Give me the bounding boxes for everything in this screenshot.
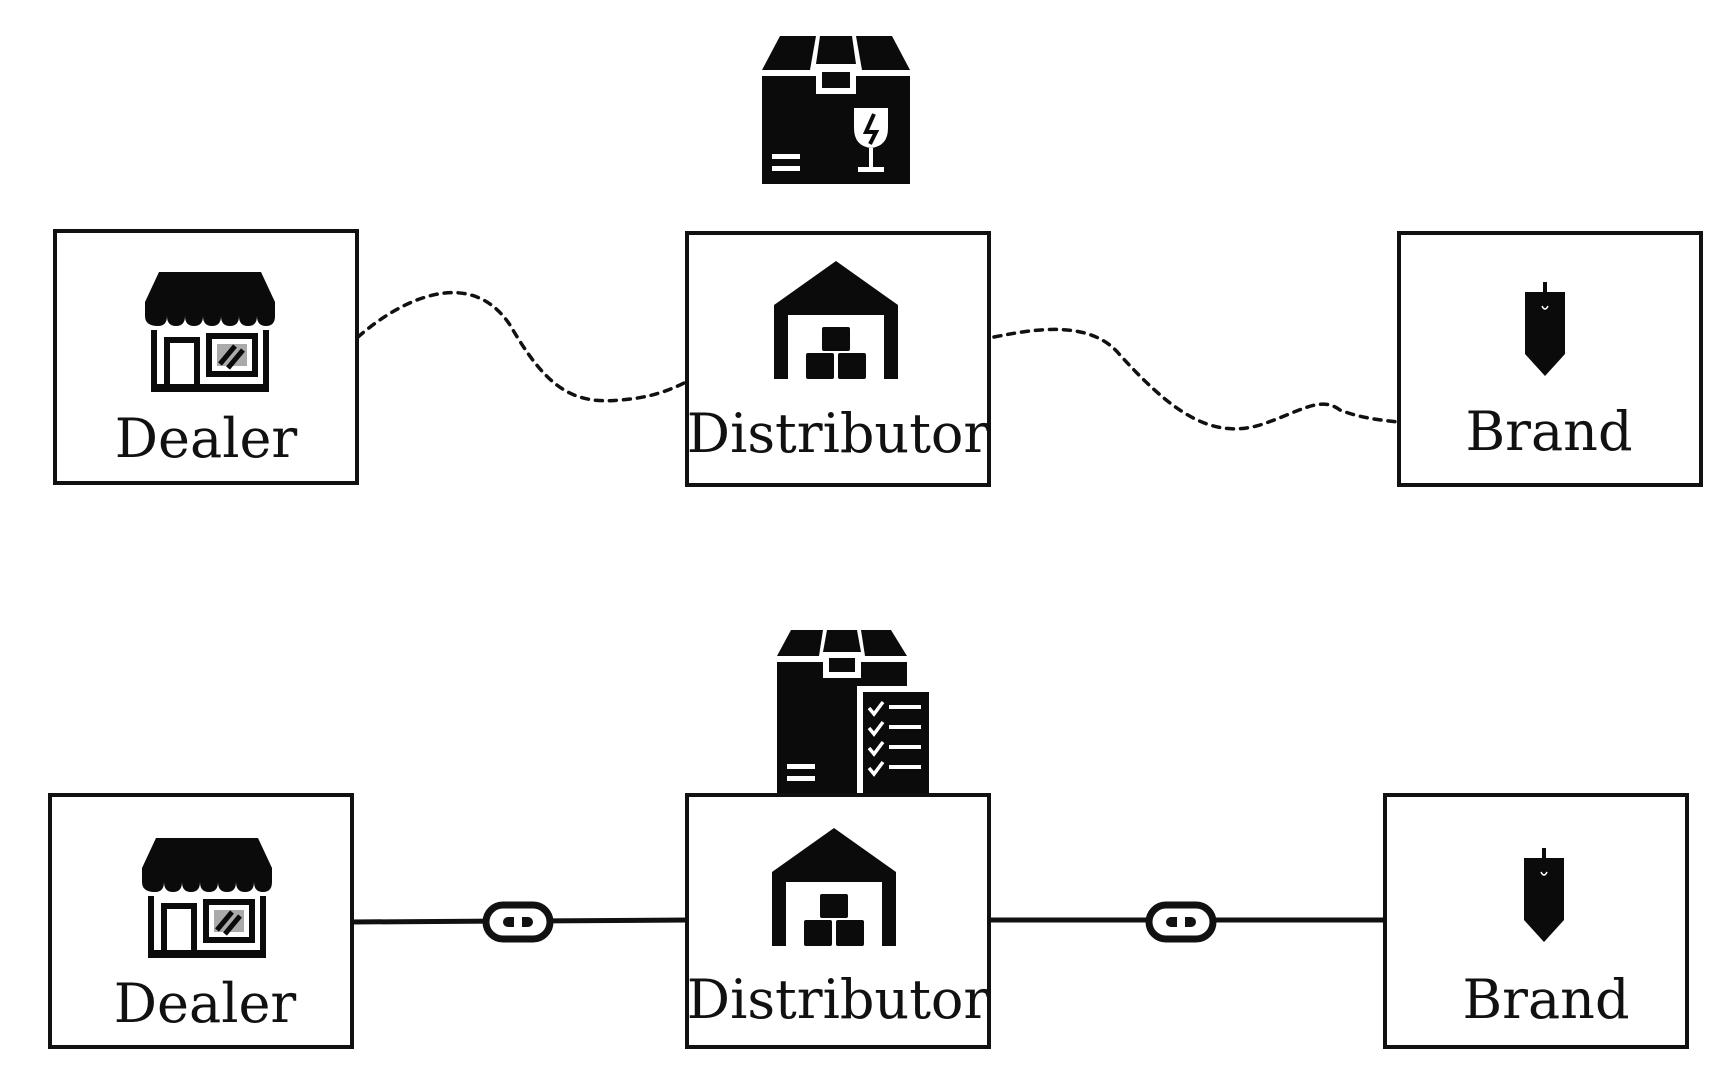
row-2: Dealer Distributor Brand <box>48 630 1689 1049</box>
dotted-connector-dealer-distributor <box>356 290 686 403</box>
dealer-node: Dealer <box>53 229 359 485</box>
dotted-connector-distributor-brand <box>992 327 1400 431</box>
brand-node: Brand <box>1383 793 1689 1049</box>
chain-link-icon <box>1149 905 1213 939</box>
row-1: Dealer Distributor Brand <box>53 36 1703 487</box>
distributor-node: Distributor <box>685 231 991 487</box>
dealer-label: Dealer <box>114 972 297 1035</box>
fragile-package-icon <box>762 36 910 184</box>
chain-link-icon <box>486 905 550 939</box>
brand-node: Brand <box>1397 231 1703 487</box>
package-checklist-icon <box>777 630 935 810</box>
distributor-label: Distributor <box>687 968 990 1031</box>
brand-label: Brand <box>1465 400 1632 463</box>
dealer-node: Dealer <box>48 793 354 1049</box>
distributor-node: Distributor <box>685 793 991 1049</box>
brand-label: Brand <box>1462 968 1629 1031</box>
distributor-label: Distributor <box>687 402 990 465</box>
dealer-label: Dealer <box>115 407 298 470</box>
